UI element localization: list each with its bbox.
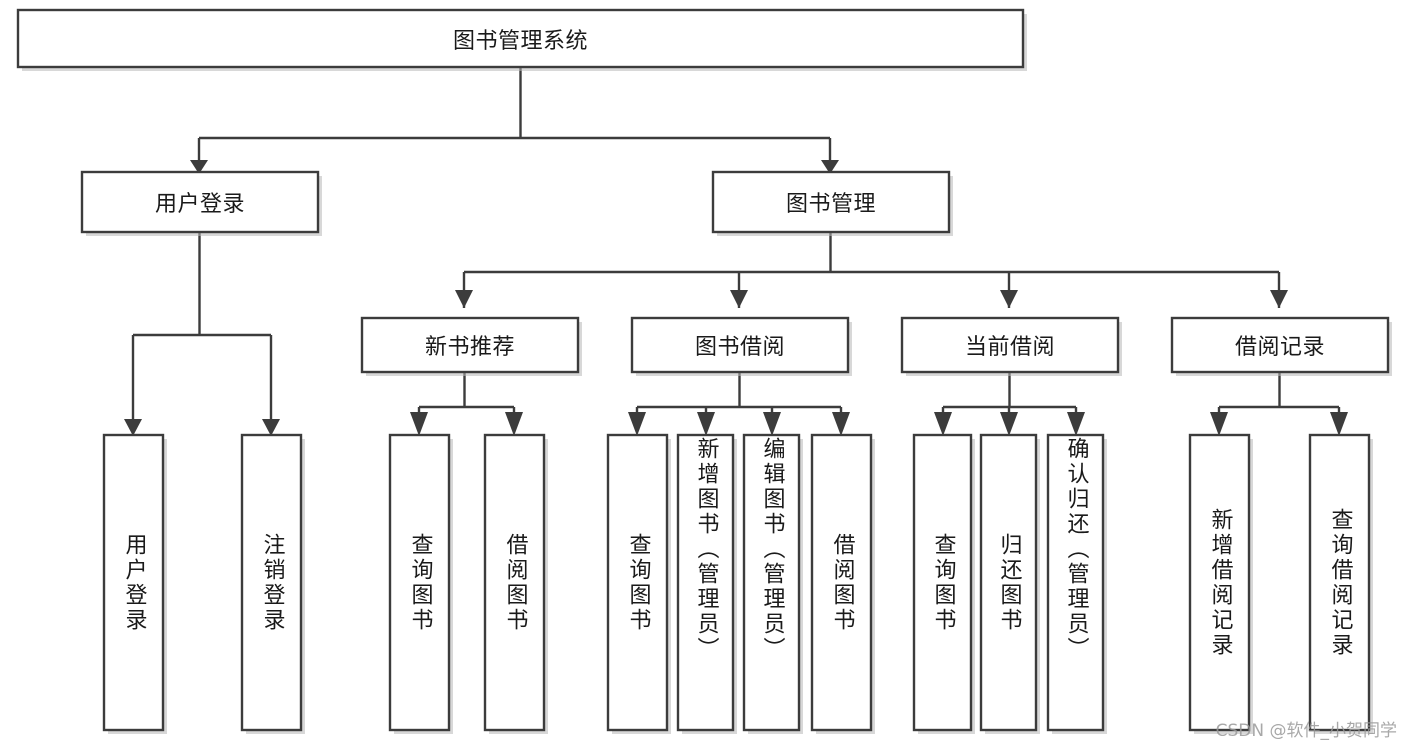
arrow-icon-to-book-borrow: [730, 290, 748, 308]
arrow-icon-to-leaf-add-book: [697, 412, 715, 436]
node-leaf-add-book[interactable]: [676, 433, 735, 732]
arrow-icon-to-new-book-recommend: [455, 290, 473, 308]
arrow-icon-to-leaf-user-login: [124, 419, 142, 436]
arrow-icon-to-leaf-add-record: [1210, 412, 1228, 436]
edge-book-management-to-level3: [462, 232, 1281, 308]
node-leaf-query-book-3[interactable]: [912, 433, 973, 732]
arrow-icon-to-leaf-user-logout: [262, 419, 280, 436]
arrow-icon-to-borrow-record: [1270, 290, 1288, 308]
node-user-login[interactable]: [80, 170, 320, 234]
node-leaf-user-logout[interactable]: [240, 433, 303, 732]
node-leaf-user-login[interactable]: [102, 433, 165, 732]
arrow-icon-to-leaf-edit-book: [763, 412, 781, 436]
node-borrow-record[interactable]: [1170, 316, 1390, 374]
node-leaf-add-record[interactable]: [1188, 433, 1251, 732]
arrow-icon-to-leaf-borrow-book-2: [832, 412, 850, 436]
arrow-icon-to-leaf-query-record: [1330, 412, 1348, 436]
edge-user-login-to-leaves: [131, 232, 273, 425]
node-leaf-borrow-book-1[interactable]: [483, 433, 546, 732]
edge-root-to-level2: [197, 67, 832, 162]
node-current-borrow[interactable]: [900, 316, 1120, 374]
arrow-icon-to-leaf-return-book: [1000, 412, 1018, 436]
arrow-icon-to-user-login: [190, 160, 208, 174]
node-leaf-borrow-book-2[interactable]: [810, 433, 873, 732]
node-leaf-query-book-1[interactable]: [388, 433, 451, 732]
edge-new-book-recommend-to-leaves: [417, 372, 516, 425]
node-leaf-confirm-return[interactable]: [1046, 433, 1105, 732]
edge-borrow-record-to-leaves: [1217, 372, 1341, 425]
node-layer: [16, 8, 1392, 734]
arrow-icon-to-book-management: [821, 160, 839, 174]
node-new-book-recommend[interactable]: [360, 316, 580, 374]
node-leaf-query-book-2[interactable]: [606, 433, 669, 732]
arrow-icon-to-leaf-query-book-1: [410, 412, 428, 436]
node-book-borrow[interactable]: [630, 316, 850, 374]
csdn-watermark: CSDN @软件_小贺同学: [1215, 721, 1397, 741]
arrowhead-layer: [124, 160, 1348, 436]
node-root[interactable]: [16, 8, 1025, 69]
node-leaf-return-book[interactable]: [979, 433, 1038, 732]
edge-book-borrow-to-leaves: [635, 372, 843, 425]
arrow-icon-to-current-borrow: [1000, 290, 1018, 308]
node-leaf-edit-book[interactable]: [742, 433, 801, 732]
arrow-icon-to-leaf-query-book-2: [628, 412, 646, 436]
node-leaf-query-record[interactable]: [1308, 433, 1371, 732]
arrow-icon-to-leaf-query-book-3: [934, 412, 952, 436]
node-book-management[interactable]: [711, 170, 951, 234]
arrow-icon-to-leaf-confirm-return: [1067, 412, 1085, 436]
arrow-icon-to-leaf-borrow-book-1: [505, 412, 523, 436]
